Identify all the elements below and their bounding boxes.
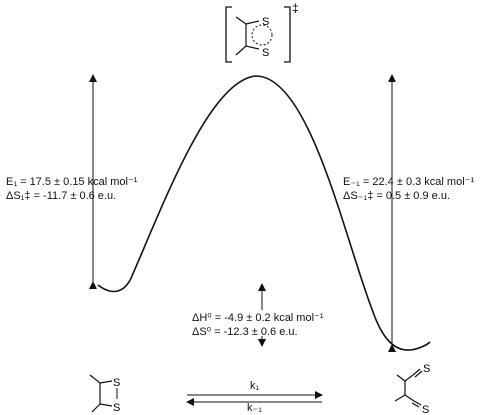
reactant-atom-top: S — [113, 377, 120, 389]
product-structure — [394, 368, 423, 408]
product-atom-bottom: S — [422, 404, 429, 414]
reverse-rate-constant-label: k₋₁ — [247, 402, 263, 414]
reaction-entropy-label: ΔS⁰ = -12.3 ± 0.6 e.u. — [192, 326, 298, 338]
transition-state-structure — [225, 6, 291, 63]
product-atom-top: S — [423, 363, 430, 375]
forward-activation-entropy-label: ΔS₁‡ = -11.7 ± 0.6 e.u. — [6, 190, 117, 202]
reverse-activation-energy-label: E₋₁ = 22.4 ± 0.3 kcal mol⁻¹ — [343, 176, 475, 188]
forward-activation-energy-label: E₁ = 17.5 ± 0.15 kcal mol⁻¹ — [6, 176, 138, 188]
reactant-structure — [89, 374, 118, 413]
ts-atom-bottom: S — [262, 47, 269, 59]
ts-atom-top: S — [262, 16, 269, 28]
energy-curve — [97, 75, 431, 351]
reverse-activation-entropy-label: ΔS₋₁‡ = 0.5 ± 0.9 e.u. — [343, 190, 450, 202]
ts-double-dagger: ‡ — [292, 1, 299, 15]
reaction-enthalpy-label: ΔH⁰ = -4.9 ± 0.2 kcal mol⁻¹ — [192, 312, 324, 324]
reactant-atom-bottom: S — [113, 402, 120, 414]
forward-rate-constant-label: k₁ — [250, 380, 260, 392]
